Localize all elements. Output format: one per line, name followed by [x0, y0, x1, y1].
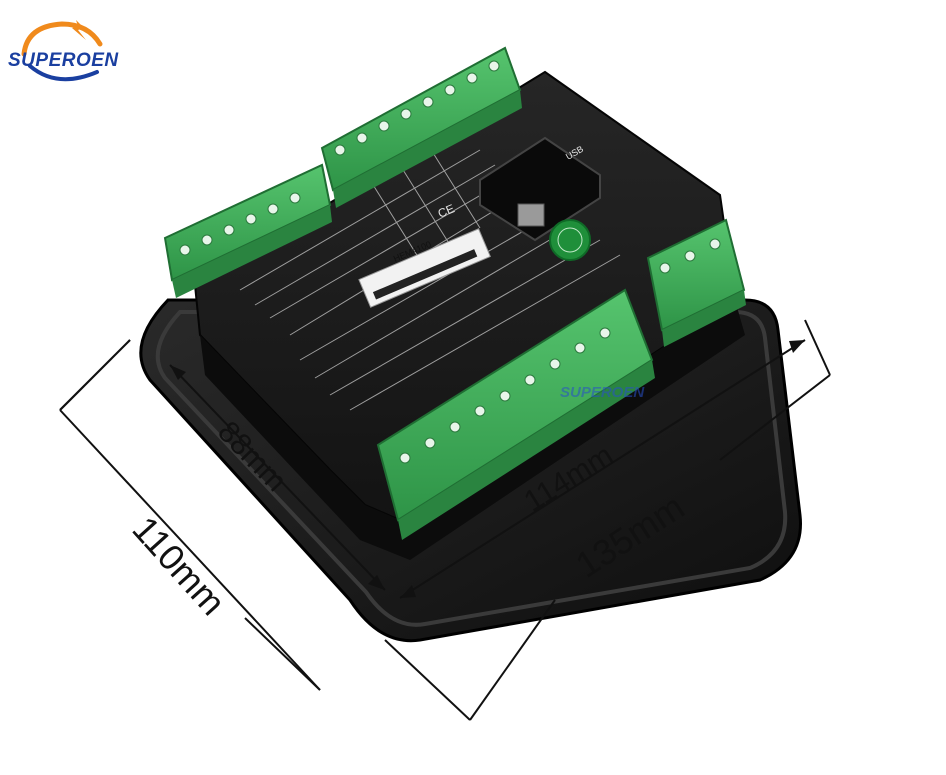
badge-inner: [557, 227, 583, 253]
certification-badge: [549, 219, 591, 261]
terminal-block-right: [646, 218, 746, 347]
connector-chip: [517, 203, 545, 227]
model-label: [358, 228, 491, 308]
logo-swoosh-icon: [21, 20, 103, 82]
terminal-screws: [179, 60, 721, 464]
bezel-gasket: [155, 310, 788, 627]
watermark: SUPEROEN: [560, 384, 645, 401]
dimension-lines: [59, 319, 831, 721]
display-window: [479, 136, 601, 242]
brand-name: SUPEROEN: [8, 50, 119, 71]
brand-logo: SUPEROEN: [2, 14, 132, 92]
wiring-diagram: [239, 147, 621, 411]
dimension-arrows: [170, 340, 805, 598]
housing-side: [200, 300, 745, 560]
ce-mark: CE: [436, 201, 457, 220]
terminal-block-top-right: [320, 46, 522, 208]
